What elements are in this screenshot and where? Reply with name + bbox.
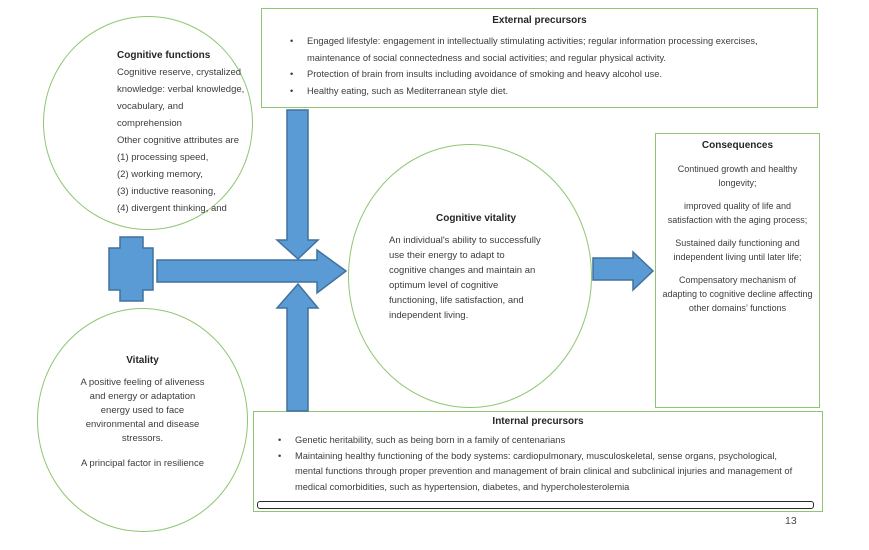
consequence-item: Compensatory mechanism of adapting to co… (662, 275, 813, 313)
consequences-title: Consequences (701, 140, 774, 151)
text-line: An individual's ability to successfully (389, 235, 541, 246)
bullet-icon: • (290, 85, 294, 96)
text-line: cognitive changes and maintain an (389, 265, 536, 276)
consequence-item: Sustained daily functioning and independ… (673, 238, 802, 262)
text-line: Other cognitive attributes are (117, 135, 239, 146)
list-item: • Healthy eating, such as Mediterranean … (262, 83, 817, 100)
cognitive-vitality-body: An individual's ability to successfully … (389, 233, 563, 323)
external-precursors-list: • Engaged lifestyle: engagement in intel… (262, 33, 817, 99)
bullet-text: Engaged lifestyle: engagement in intelle… (307, 36, 758, 63)
text-line: independent living. (389, 310, 469, 321)
text-line: Cognitive reserve, crystalized (117, 67, 242, 78)
text-line: knowledge: verbal knowledge, (117, 84, 245, 95)
vitality-title: Vitality (126, 355, 159, 366)
internal-precursors-box: Internal precursors • Genetic heritabili… (253, 411, 823, 512)
bullet-icon: • (290, 69, 294, 79)
consequence-item: improved quality of life and satisfactio… (667, 201, 808, 225)
text-line: comprehension (117, 118, 182, 129)
external-precursors-box: External precursors • Engaged lifestyle:… (261, 8, 818, 108)
bullet-text: Genetic heritability, such as being born… (295, 435, 566, 445)
text-line: energy used to face (100, 405, 185, 416)
text-line: (3) inductive reasoning, (117, 186, 216, 197)
cognitive-vitality-text: Cognitive vitality An individual's abili… (389, 213, 563, 323)
text-line: functioning, life satisfaction, and (389, 295, 524, 306)
bullet-text: Maintaining healthy functioning of the b… (295, 450, 793, 492)
vitality-footer: A principal factor in resilience (80, 458, 205, 469)
bullet-icon: • (278, 435, 282, 445)
plus-connector-shape (108, 236, 154, 302)
consequences-box: Consequences Continued growth and health… (655, 133, 820, 408)
bullet-text: Healthy eating, such as Mediterranean st… (307, 85, 509, 96)
text-line: (2) working memory, (117, 169, 203, 180)
external-down-arrow (275, 109, 320, 261)
cognitive-functions-circle: Cognitive functions Cognitive reserve, c… (43, 16, 253, 230)
internal-precursors-title: Internal precursors (492, 416, 584, 427)
text-line: stressors. (121, 433, 164, 444)
bullet-icon: • (290, 36, 294, 46)
vitality-body: A positive feeling of aliveness and ener… (58, 376, 227, 446)
vitality-text: Vitality A positive feeling of aliveness… (58, 355, 227, 471)
text-line: optimum level of cognitive (389, 280, 499, 291)
internal-precursors-list: • Genetic heritability, such as being bo… (254, 433, 822, 495)
text-line: and energy or adaptation (89, 391, 196, 402)
consequences-right-arrow (592, 250, 655, 292)
text-line: A positive feeling of aliveness (80, 377, 205, 388)
bullet-icon: • (278, 450, 282, 461)
cognitive-vitality-title: Cognitive vitality (435, 213, 516, 224)
text-line: vocabulary, and (117, 101, 184, 112)
list-item: • Protection of brain from insults inclu… (262, 66, 817, 83)
text-line: use their energy to adapt to (389, 250, 505, 261)
text-line: environmental and disease (85, 419, 200, 430)
list-item: • Maintaining healthy functioning of the… (254, 449, 822, 496)
vitality-circle: Vitality A positive feeling of aliveness… (37, 308, 248, 532)
text-line: (4) divergent thinking, and (117, 203, 227, 214)
main-right-arrow (156, 248, 348, 295)
external-precursors-title: External precursors (492, 15, 587, 26)
internal-up-arrow (275, 282, 320, 412)
cognitive-functions-title: Cognitive functions (117, 50, 211, 61)
list-item: • Genetic heritability, such as being bo… (254, 433, 822, 449)
bullet-text: Protection of brain from insults includi… (307, 69, 663, 79)
page-number: 13 (785, 515, 797, 527)
list-item: • Engaged lifestyle: engagement in intel… (262, 33, 817, 66)
text-line: (1) processing speed, (117, 152, 209, 163)
cognitive-functions-text: Cognitive functions Cognitive reserve, c… (117, 47, 267, 217)
consequence-item: Continued growth and healthy longevity; (677, 164, 798, 188)
cognitive-vitality-circle: Cognitive vitality An individual's abili… (348, 144, 592, 408)
empty-placeholder-rect (257, 501, 814, 509)
